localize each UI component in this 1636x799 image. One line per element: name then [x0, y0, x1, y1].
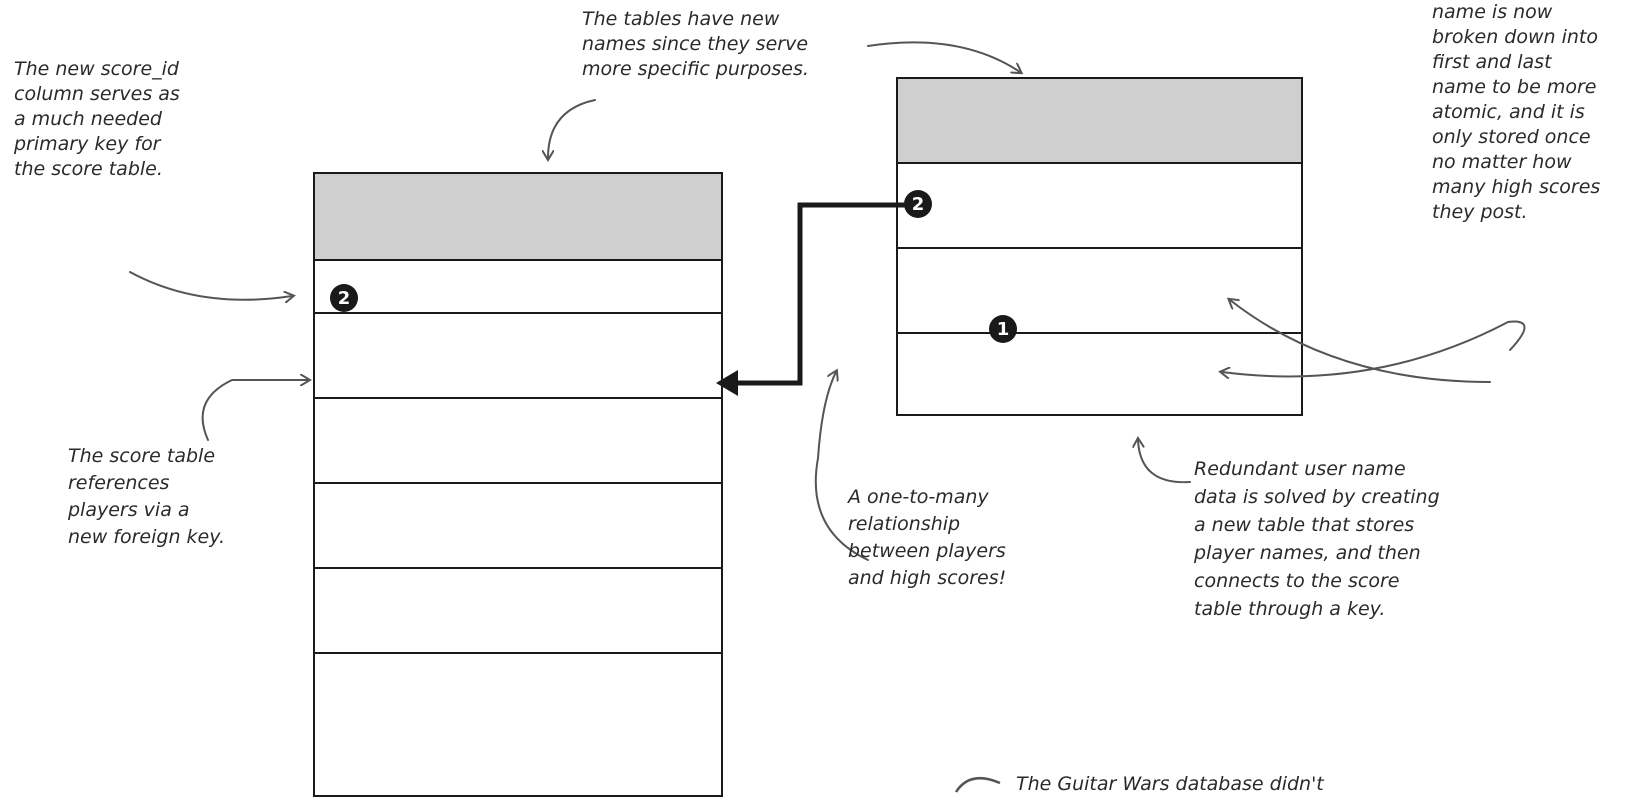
- score-table-row-approved: [315, 654, 721, 799]
- annotation-line: name is now: [1432, 1, 1553, 23]
- player-table: [896, 77, 1303, 416]
- score-table-row-score-id: [315, 261, 721, 314]
- table-names-annotation: The tables have new names since they ser…: [582, 7, 809, 82]
- name-annotation: name is now broken down into first and l…: [1432, 0, 1600, 225]
- score-table-row-screenshot: [315, 569, 721, 654]
- annotation-line: connects to the score: [1194, 570, 1400, 592]
- score-id-annotation: The new score_id column serves as a much…: [14, 57, 180, 182]
- annotation-line: The new score_id: [14, 58, 179, 80]
- annotation-line: only stored once: [1432, 126, 1591, 148]
- annotation-line: primary key for: [14, 133, 161, 155]
- annotation-line: no matter how: [1432, 151, 1572, 173]
- annotation-line: A one-to-many: [848, 486, 989, 508]
- annotation-line: name to be more: [1432, 76, 1597, 98]
- annotation-line: The tables have new: [582, 8, 780, 30]
- arrow-icon: [1138, 440, 1191, 484]
- bottom-annotation: The Guitar Wars database didn't: [1016, 773, 1324, 795]
- annotation-line: broken down into: [1432, 26, 1598, 48]
- annotation-line: the score table.: [14, 158, 163, 180]
- player-pk-badge: 2: [904, 190, 932, 218]
- annotation-line: and high scores!: [848, 567, 1007, 589]
- annotation-line: data is solved by creating: [1194, 486, 1440, 508]
- annotation-line: between players: [848, 540, 1006, 562]
- annotation-line: Redundant user name: [1194, 458, 1406, 480]
- arrow-icon: [867, 41, 1020, 72]
- annotation-line: relationship: [848, 513, 961, 535]
- annotation-line: a much needed: [14, 108, 162, 130]
- arrow-icon: [201, 380, 308, 441]
- hand-pointer-icon: [954, 776, 1001, 793]
- annotation-line: many high scores: [1432, 176, 1601, 198]
- annotation-line: more specific purposes.: [582, 58, 809, 80]
- score-table-header: [315, 174, 721, 261]
- annotation-line: new foreign key.: [68, 526, 226, 548]
- annotation-line: atomic, and it is: [1432, 101, 1585, 123]
- annotation-line: a new table that stores: [1194, 514, 1415, 536]
- relationship-annotation: A one-to-many relationship between playe…: [848, 484, 1006, 592]
- annotation-line: references: [68, 472, 170, 494]
- score-table-row-player-id: [315, 314, 721, 399]
- score-table: [313, 172, 723, 797]
- player-table-header: [898, 79, 1301, 164]
- score-pk-badge: 2: [330, 284, 358, 312]
- annotation-line: column serves as: [14, 83, 180, 105]
- player-table-row-last-name: [898, 334, 1301, 418]
- foreign-key-annotation: The score table references players via a…: [68, 443, 225, 551]
- arrow-icon: [129, 271, 292, 300]
- annotation-line: first and last: [1432, 51, 1552, 73]
- player-table-row-player-id: [898, 164, 1301, 249]
- score-table-row-score: [315, 484, 721, 569]
- name-badge: 1: [989, 315, 1017, 343]
- annotation-line: table through a key.: [1194, 598, 1386, 620]
- annotation-line: names since they serve: [582, 33, 809, 55]
- score-table-row-date: [315, 399, 721, 484]
- annotation-line: players via a: [68, 499, 190, 521]
- relationship-connector: [716, 202, 916, 396]
- annotation-line: The score table: [68, 445, 216, 467]
- annotation-line: player names, and then: [1194, 542, 1421, 564]
- player-table-row-first-name: [898, 249, 1301, 334]
- redundant-data-annotation: Redundant user name data is solved by cr…: [1194, 455, 1440, 623]
- arrow-icon: [548, 99, 596, 158]
- annotation-line: they post.: [1432, 201, 1528, 223]
